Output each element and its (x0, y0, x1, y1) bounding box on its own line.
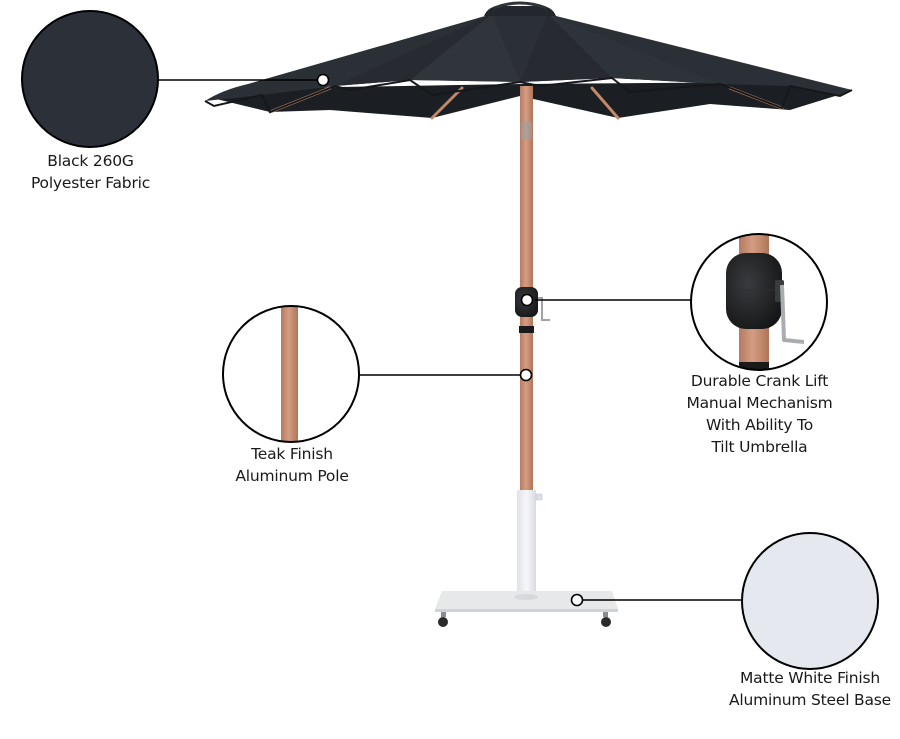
white-base-plate (435, 591, 618, 609)
pole-closeup-icon (222, 305, 360, 443)
callout-base (570, 532, 879, 670)
umbrella-illustration (204, 1, 853, 627)
base-pointer-dot (570, 593, 584, 607)
crank-label-line-4: Tilt Umbrella (711, 438, 808, 456)
pole-label-line-2: Aluminum Pole (235, 467, 349, 485)
white-base-swatch-icon (741, 532, 879, 670)
pole-label-line-1: Teak Finish (251, 445, 333, 463)
caster-wheels (438, 612, 611, 627)
fabric-label: Black 260G Polyester Fabric (18, 150, 163, 194)
fabric-label-line-2: Polyester Fabric (30, 174, 151, 192)
fabric-swatch-icon (21, 10, 159, 148)
callout-crank (520, 233, 828, 371)
fabric-pointer-dot (316, 73, 330, 87)
white-base-sleeve (517, 490, 536, 598)
base-label: Matte White Finish Aluminum Steel Base (720, 667, 900, 711)
crank-label: Durable Crank Lift Manual Mechanism With… (672, 370, 847, 458)
callout-fabric (21, 10, 330, 148)
fabric-label-line-1: Black 260G (47, 152, 134, 170)
crank-label-line-3: With Ability To (706, 416, 813, 434)
callout-pole (222, 305, 533, 443)
canopy-finial (484, 6, 556, 16)
canopy-underside (212, 82, 848, 118)
crank-mechanism-icon (690, 233, 828, 371)
crank-label-line-1: Durable Crank Lift (690, 372, 829, 390)
pole-pointer-dot (519, 368, 533, 382)
pole-label: Teak Finish Aluminum Pole (222, 443, 362, 487)
crank-label-line-2: Manual Mechanism (686, 394, 833, 412)
crank-pointer-dot (520, 293, 534, 307)
base-label-line-2: Aluminum Steel Base (729, 691, 891, 709)
base-label-line-1: Matte White Finish (739, 669, 880, 687)
